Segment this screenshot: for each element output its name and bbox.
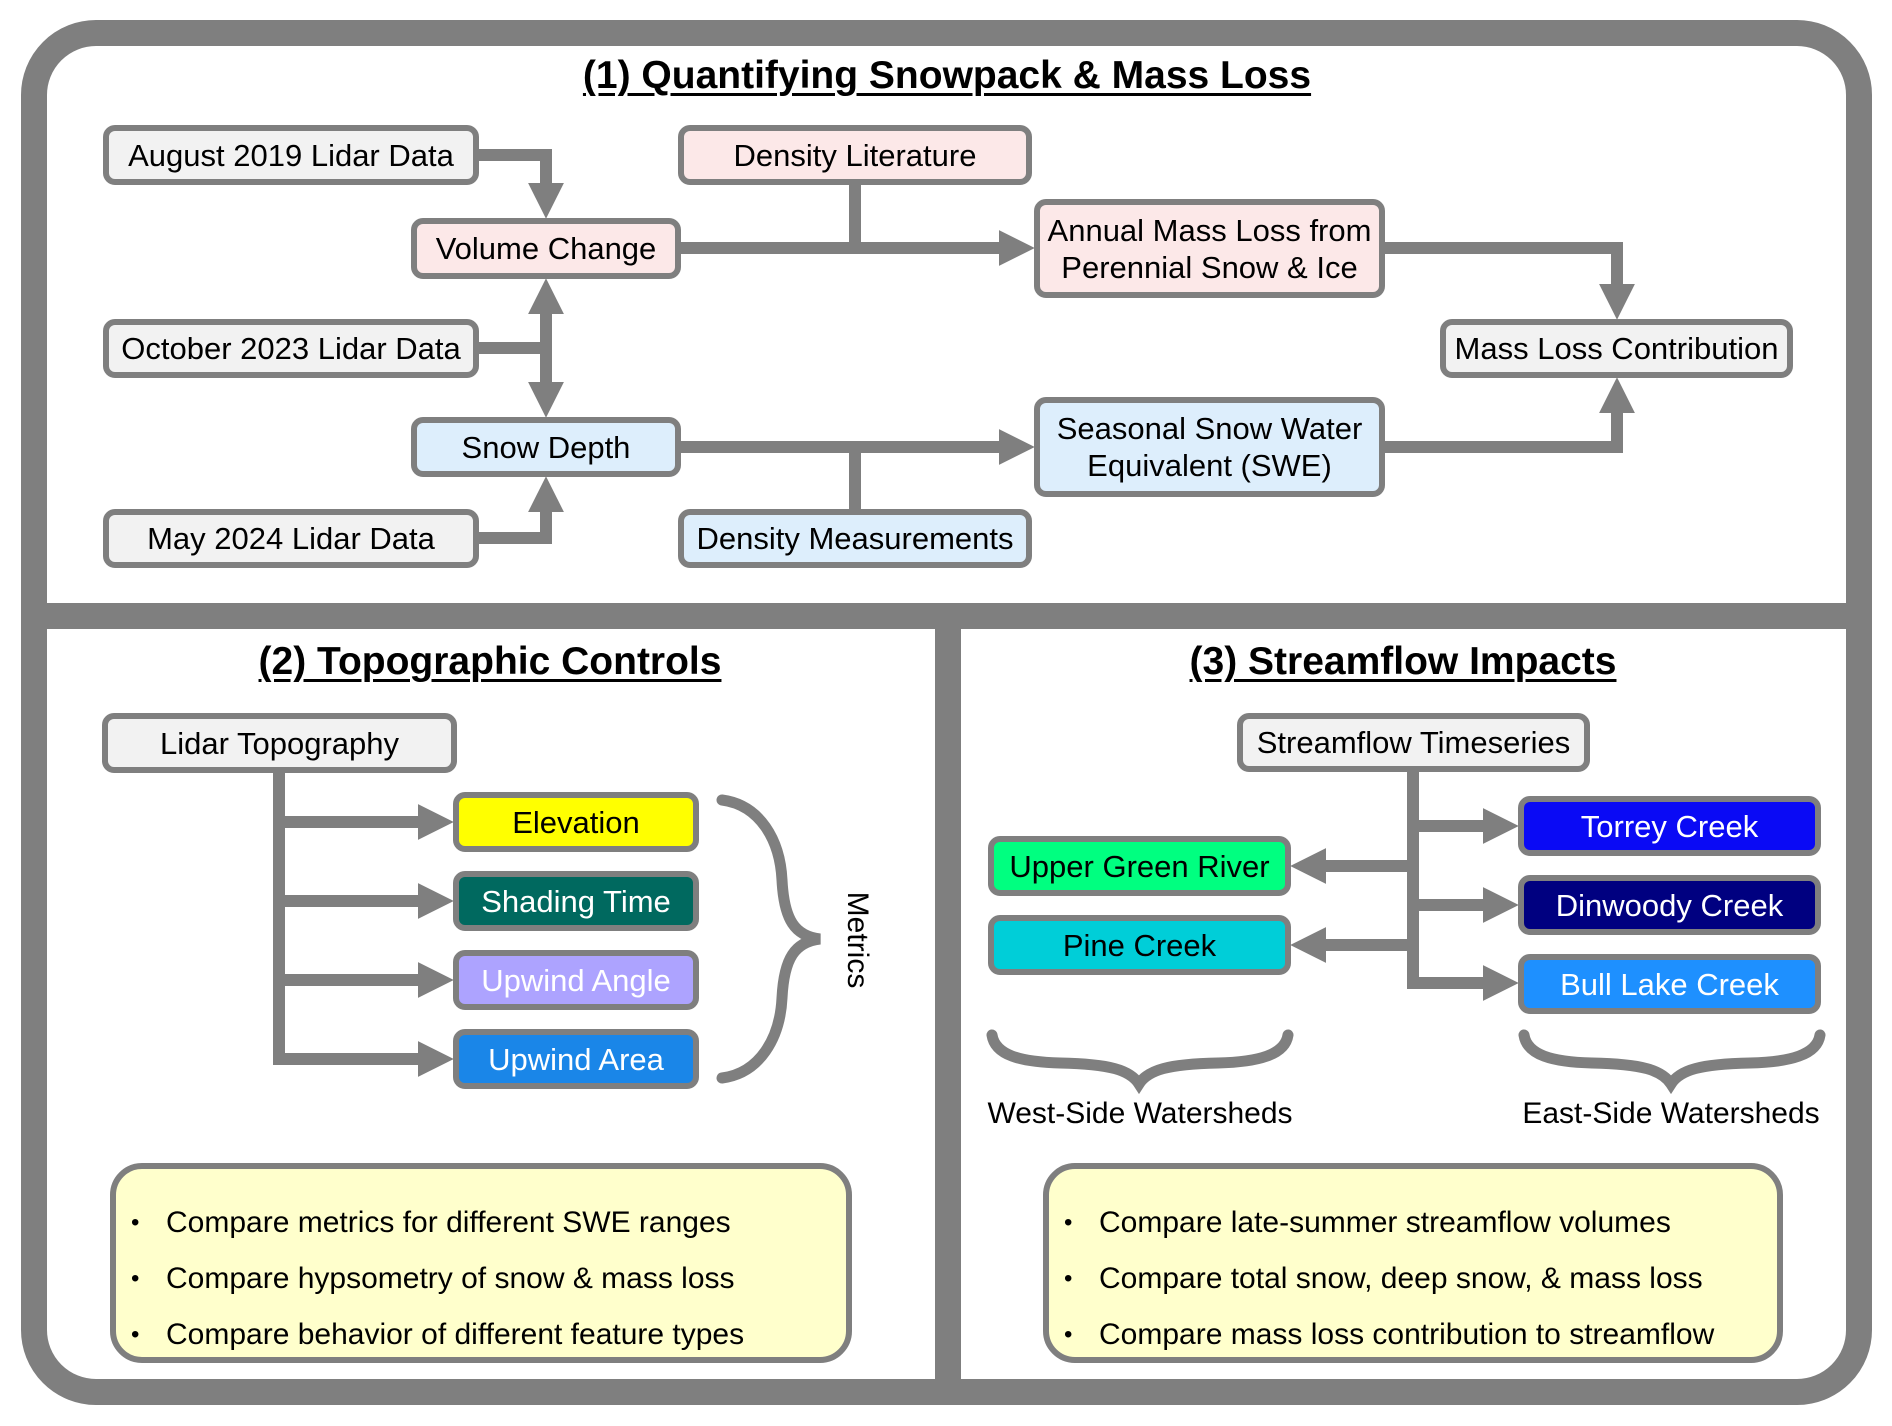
metrics-brace-icon	[716, 794, 821, 1084]
node-label: Volume Change	[435, 231, 657, 266]
node-streamflow-timeseries[interactable]: Streamflow Timeseries	[1237, 713, 1590, 772]
node-label: May 2024 Lidar Data	[147, 521, 435, 556]
watershed-bull-lake-creek[interactable]: Bull Lake Creek	[1518, 954, 1821, 1014]
note-text: Compare metrics for different SWE ranges	[166, 1206, 731, 1239]
bullet-icon: •	[131, 1209, 140, 1236]
section-2-title: (2) Topographic Controls	[258, 640, 722, 683]
node-snow-depth[interactable]: Snow Depth	[411, 417, 681, 477]
node-seasonal-swe[interactable]: Seasonal Snow Water Equivalent (SWE)	[1034, 397, 1385, 497]
section-1-title: (1) Quantifying Snowpack & Mass Loss	[582, 54, 1312, 97]
watershed-label: Pine Creek	[1062, 927, 1217, 963]
node-density-literature[interactable]: Density Literature	[678, 125, 1032, 185]
note-item: • Compare behavior of different feature t…	[116, 1307, 846, 1363]
bullet-icon: •	[131, 1321, 140, 1348]
node-annual-mass-loss[interactable]: Annual Mass Loss from Perennial Snow & I…	[1034, 199, 1385, 298]
node-label-line-1: Seasonal Snow Water	[1056, 411, 1363, 446]
watershed-pine-creek[interactable]: Pine Creek	[988, 915, 1291, 975]
watershed-label: Torrey Creek	[1580, 808, 1759, 844]
metric-label: Elevation	[512, 804, 640, 840]
bullet-icon: •	[1064, 1321, 1073, 1348]
metric-label: Upwind Angle	[481, 962, 671, 998]
bullet-icon: •	[1064, 1265, 1073, 1292]
note-text: Compare behavior of different feature ty…	[166, 1318, 745, 1351]
node-lidar-topography[interactable]: Lidar Topography	[102, 713, 457, 773]
topographic-notes-box: • Compare metrics for different SWE range…	[110, 1163, 852, 1363]
bullet-icon: •	[1064, 1209, 1073, 1236]
watershed-upper-green-river[interactable]: Upper Green River	[988, 836, 1291, 896]
metric-upwind-area[interactable]: Upwind Area	[453, 1029, 699, 1089]
watershed-dinwoody-creek[interactable]: Dinwoody Creek	[1518, 875, 1821, 935]
node-label: Lidar Topography	[160, 725, 399, 761]
bullet-icon: •	[131, 1265, 140, 1292]
topographic-notes-list: • Compare metrics for different SWE range…	[116, 1195, 846, 1363]
node-label: Streamflow Timeseries	[1256, 725, 1571, 760]
arrow-aug-to-volume	[479, 149, 564, 219]
note-item: • Compare metrics for different SWE range…	[116, 1195, 846, 1251]
arrow-swe-to-contribution	[1385, 377, 1635, 453]
node-label: October 2023 Lidar Data	[121, 331, 461, 366]
node-label-line-2: Equivalent (SWE)	[1087, 448, 1332, 483]
streamflow-notes-list: •Compare late-summer streamflow volumes …	[1049, 1195, 1777, 1363]
node-volume-change[interactable]: Volume Change	[411, 218, 681, 279]
note-text: Compare mass loss contribution to stream…	[1099, 1318, 1715, 1351]
east-brace-icon	[1518, 1029, 1826, 1095]
node-label-line-2: Perennial Snow & Ice	[1061, 249, 1358, 285]
west-brace-icon	[986, 1029, 1294, 1095]
node-label: Mass Loss Contribution	[1454, 331, 1779, 366]
arrow-annual-to-contribution	[1385, 242, 1635, 320]
streamflow-notes-box: •Compare late-summer streamflow volumes …	[1043, 1163, 1783, 1363]
note-text: Compare hypsometry of snow & mass loss	[166, 1262, 735, 1295]
note-text: Compare late-summer streamflow volumes	[1099, 1206, 1671, 1239]
metric-upwind-angle[interactable]: Upwind Angle	[453, 950, 699, 1010]
node-label: Snow Depth	[461, 429, 631, 465]
note-item: • Compare total snow, deep snow, & mass l…	[1049, 1251, 1777, 1307]
metric-shading-time[interactable]: Shading Time	[453, 871, 699, 931]
metric-label: Shading Time	[481, 883, 671, 919]
section-3-title: (3) Streamflow Impacts	[1189, 640, 1617, 683]
node-label: Density Literature	[733, 137, 977, 173]
node-mass-loss-contribution[interactable]: Mass Loss Contribution	[1440, 319, 1793, 378]
note-item: • Compare hypsometry of snow & mass loss	[116, 1251, 846, 1307]
node-label: Density Measurements	[696, 521, 1014, 556]
note-text: Compare total snow, deep snow, & mass lo…	[1099, 1262, 1703, 1295]
node-label-line-1: Annual Mass Loss from	[1047, 212, 1372, 248]
node-density-measurements[interactable]: Density Measurements	[678, 509, 1032, 568]
west-side-label: West-Side Watersheds	[987, 1097, 1293, 1130]
node-august-2019-lidar[interactable]: August 2019 Lidar Data	[103, 125, 479, 185]
watershed-label: Dinwoody Creek	[1555, 887, 1784, 923]
node-october-2023-lidar[interactable]: October 2023 Lidar Data	[103, 319, 479, 378]
east-side-label: East-Side Watersheds	[1522, 1097, 1820, 1130]
note-item: • Compare late-summer streamflow volumes	[1049, 1195, 1777, 1251]
node-may-2024-lidar[interactable]: May 2024 Lidar Data	[103, 509, 479, 568]
node-label: August 2019 Lidar Data	[128, 137, 454, 173]
metrics-brace-label: Metrics	[841, 891, 874, 989]
metric-elevation[interactable]: Elevation	[453, 792, 699, 852]
metric-label: Upwind Area	[488, 1041, 664, 1077]
arrow-may-to-snowdepth	[479, 476, 564, 544]
note-item: • Compare mass loss contribution to strea…	[1049, 1307, 1777, 1363]
watershed-label: Upper Green River	[1009, 848, 1270, 884]
watershed-label: Bull Lake Creek	[1560, 966, 1779, 1002]
watershed-torrey-creek[interactable]: Torrey Creek	[1518, 796, 1821, 856]
